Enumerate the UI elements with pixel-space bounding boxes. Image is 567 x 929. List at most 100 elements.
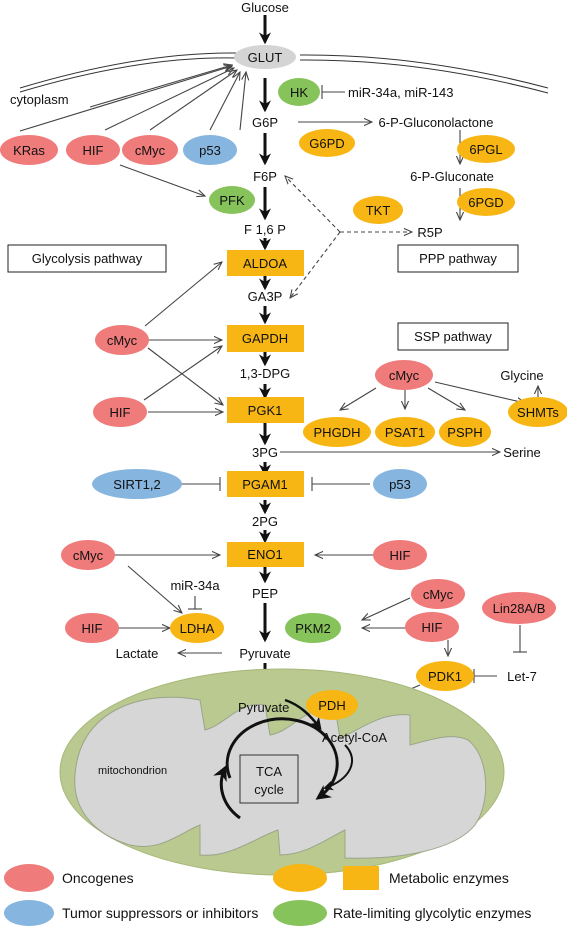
hif-top-label: HIF	[83, 143, 104, 158]
hif-pkm-oncogene-oval	[405, 612, 459, 642]
pyruvate-label: Pyruvate	[239, 646, 290, 661]
pathway-boxes	[7, 244, 519, 351]
metabolite-labels: G6P F6P F 1,6 P GA3P 1,3-DPG 3PG 2PG PEP…	[116, 85, 544, 684]
psph-enzyme-oval	[439, 417, 491, 447]
legend-oncogenes-label: Oncogenes	[62, 870, 134, 886]
gluconolactone-label: 6-P-Gluconolactone	[379, 115, 494, 130]
tca-label-line2: cycle	[254, 782, 284, 797]
13dpg-label: 1,3-DPG	[240, 366, 291, 381]
sirt-label: SIRT1,2	[113, 477, 160, 492]
pgk1-enzyme-rect	[227, 397, 304, 423]
pep-label: PEP	[252, 586, 278, 601]
hk-label: HK	[290, 85, 308, 100]
mitochondrion-label: mitochondrion	[98, 765, 167, 777]
oval-nodes	[0, 78, 567, 720]
p53-pgam-label: p53	[389, 477, 411, 492]
ldha-enzyme-oval	[170, 613, 224, 643]
pfk-enzyme-oval	[209, 186, 255, 214]
cmyc-pkm-label: cMyc	[423, 587, 454, 602]
eno1-label: ENO1	[247, 547, 282, 562]
gapdh-enzyme-rect	[227, 325, 304, 352]
mitochondrion	[59, 668, 505, 876]
phgdh-label: PHGDH	[314, 425, 361, 440]
hif-ldha-label: HIF	[82, 621, 103, 636]
glycine-label: Glycine	[500, 368, 543, 383]
6pgd-enzyme-oval	[457, 188, 515, 216]
pgam1-enzyme-rect	[227, 471, 304, 497]
hif-pgk-oncogene-oval	[93, 397, 147, 427]
eno1-enzyme-rect	[227, 542, 304, 567]
cmyc-eno-oncogene-oval	[61, 540, 115, 570]
oval-labels: HK G6PD 6PGL 6PGD TKT KRas HIF cMyc p53 …	[13, 85, 559, 713]
pdk1-label: PDK1	[428, 669, 462, 684]
ga3p-label: GA3P	[248, 289, 283, 304]
ldha-label: LDHA	[180, 621, 215, 636]
psph-label: PSPH	[447, 425, 482, 440]
legend-suppressors-label: Tumor suppressors or inhibitors	[62, 905, 258, 921]
legend-rate-limiting-label: Rate-limiting glycolytic enzymes	[333, 905, 531, 921]
pdh-label: PDH	[318, 698, 345, 713]
lactate-label: Lactate	[116, 646, 159, 661]
cmyc-gapdh-oncogene-oval	[95, 325, 149, 355]
hif-eno-label: HIF	[390, 548, 411, 563]
glucose-label: Glucose	[241, 0, 289, 15]
shmts-enzyme-oval	[508, 397, 567, 427]
gluconate-label: 6-P-Gluconate	[410, 169, 494, 184]
ppp-pathway-label: PPP pathway	[419, 251, 497, 266]
p53-suppressor-oval	[183, 135, 237, 165]
hif-eno-oncogene-oval	[373, 540, 427, 570]
tca-label-line1: TCA	[256, 764, 282, 779]
legend-enzyme-rect-swatch	[343, 866, 379, 890]
pkm2-label: PKM2	[295, 621, 330, 636]
cmyc-top-label: cMyc	[135, 143, 166, 158]
6pgd-label: 6PGD	[468, 195, 503, 210]
kras-oncogene-oval	[0, 135, 58, 165]
aldoa-label: ALDOA	[243, 256, 287, 271]
pdh-enzyme-oval	[306, 690, 358, 720]
f16p-label: F 1,6 P	[244, 222, 286, 237]
6pgl-enzyme-oval	[457, 135, 515, 163]
legend-suppressor-swatch	[4, 900, 54, 926]
gapdh-label: GAPDH	[242, 331, 288, 346]
serine-label: Serine	[503, 445, 541, 460]
r5p-label: R5P	[417, 225, 442, 240]
rect-labels: ALDOA GAPDH PGK1 PGAM1 ENO1	[242, 256, 288, 562]
phgdh-enzyme-oval	[303, 417, 371, 447]
pkm2-enzyme-oval	[285, 613, 341, 643]
acetyl-coa-label: Acetyl-CoA	[322, 730, 387, 745]
6pgl-label: 6PGL	[469, 142, 502, 157]
hif-pgk-label: HIF	[110, 405, 131, 420]
legend-oncogene-swatch	[4, 864, 54, 892]
pgk1-label: PGK1	[248, 403, 283, 418]
legend	[4, 864, 379, 926]
g6p-label: G6P	[252, 115, 278, 130]
cmyc-oncogene-oval	[122, 135, 178, 165]
kras-label: KRas	[13, 143, 45, 158]
legend-enzyme-oval-swatch	[273, 864, 327, 892]
sirt-suppressor-oval	[92, 469, 182, 499]
lin28-oncogene-oval	[482, 592, 556, 624]
f6p-label: F6P	[253, 169, 277, 184]
mir34a-143-label: miR-34a, miR-143	[348, 85, 453, 100]
legend-rate-limiting-swatch	[273, 900, 327, 926]
regulatory-arrows	[19, 65, 538, 656]
hk-enzyme-oval	[278, 78, 320, 106]
pyruvate-mito-label: Pyruvate	[238, 700, 289, 715]
psat1-enzyme-oval	[375, 417, 435, 447]
hif-oncogene-oval	[66, 135, 120, 165]
3pg-label: 3PG	[252, 445, 278, 460]
tkt-label: TKT	[366, 203, 391, 218]
cmyc-eno-label: cMyc	[73, 548, 104, 563]
cell-membrane	[19, 52, 549, 94]
cytoplasm-label: cytoplasm	[10, 92, 69, 107]
p53-top-label: p53	[199, 143, 221, 158]
cmyc-ssp-label: cMyc	[389, 368, 420, 383]
ssp-pathway-label: SSP pathway	[414, 329, 492, 344]
rect-enzymes	[227, 250, 304, 567]
cmyc-gapdh-label: cMyc	[107, 333, 138, 348]
glut-label: GLUT	[248, 50, 283, 65]
p53-pgam-suppressor-oval	[373, 469, 427, 499]
cmyc-pkm-oncogene-oval	[411, 579, 465, 609]
shmts-label: SHMTs	[517, 405, 559, 420]
